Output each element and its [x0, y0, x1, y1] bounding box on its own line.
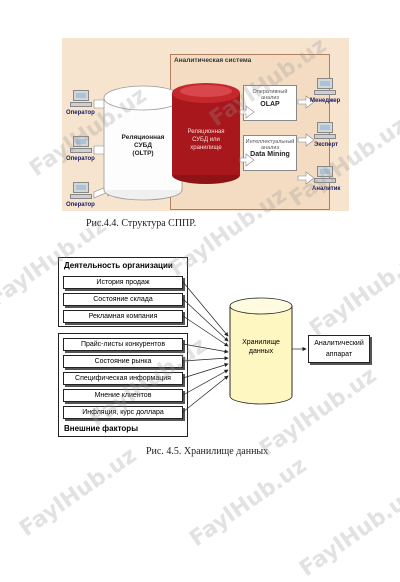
figure-4-4-caption: Рис.4.4. Структура СППР. [86, 218, 197, 229]
oltp-label-line-3: (OLTP) [132, 150, 154, 157]
arrow-org-2 [182, 298, 229, 342]
figure-4-4-graphics [93, 83, 315, 201]
org-activity-title: Деятельность организации [64, 261, 173, 270]
arrow-org-1 [182, 281, 229, 337]
ext-item-5: Инфляция, курс доллара [63, 406, 183, 419]
ext-item-2: Состояние рынка [63, 355, 183, 368]
arrow-to-olap [239, 105, 255, 119]
arrow-org-3 [182, 315, 229, 347]
dm-sub: Интеллектуальный анализ [245, 139, 295, 151]
oltp-cylinder [103, 85, 183, 201]
ext-item-1: Прайс-листы конкурентов [63, 338, 183, 351]
computer-icon [314, 122, 336, 140]
manager-label: Менеджер [310, 98, 341, 104]
warehouse-label-line-2: СУБД или [192, 137, 220, 143]
olap-box: Оперативный анализ OLAP [243, 85, 297, 121]
oltp-label-line-1: Реляционная [121, 134, 165, 141]
warehouse-label-line-1: Реляционная [187, 129, 225, 135]
data-mining-box: Интеллектуальный анализ Data Mining [243, 135, 297, 171]
data-warehouse-label-line-2: данных [248, 348, 274, 355]
data-warehouse-label-line-1: Хранилище [242, 339, 280, 346]
arrow-ext-5 [182, 375, 229, 413]
analytic-system-title: Аналитическая система [174, 57, 252, 64]
computer-icon [70, 136, 92, 154]
external-factors-panel: Прайс-листы конкурентов Состояние рынка … [58, 333, 188, 437]
external-factors-title: Внешние факторы [64, 424, 139, 433]
olap-main: OLAP [260, 101, 280, 108]
computer-icon [70, 182, 92, 200]
ext-item-3: Специфическая информация [63, 372, 183, 385]
ext-item-4: Мнение клиентов [63, 389, 183, 402]
arrow-ext-2 [182, 356, 229, 362]
arrow-to-manager [297, 95, 315, 109]
arrow-to-analyst [297, 171, 315, 185]
arrow-ext-3 [182, 363, 229, 379]
arrow-to-expert [297, 133, 315, 147]
operator-label-3: Оператор [66, 202, 95, 208]
data-warehouse-label: Хранилище данных [232, 338, 290, 356]
arrow-ext-1 [182, 343, 229, 354]
expert-label: Эксперт [314, 142, 339, 148]
computer-icon [314, 78, 336, 96]
org-item-3: Рекламная компания [63, 310, 183, 323]
analytic-label-line-1: Аналитический [314, 340, 364, 347]
figure-4-5-caption: Рис. 4.5. Хранилище данных [146, 446, 269, 457]
dm-main: Data Mining [250, 151, 290, 158]
computer-icon [314, 166, 336, 184]
org-item-1: История продаж [63, 276, 183, 289]
org-item-2: Состояние склада [63, 293, 183, 306]
operator-label-1: Оператор [66, 110, 95, 116]
analytic-label-line-2: аппарат [325, 351, 353, 358]
oltp-label: Реляционная СУБД (OLTP) [110, 134, 176, 158]
analyst-label: Аналитик [312, 186, 341, 192]
arrow-ext-4 [182, 369, 229, 396]
operator-label-2: Оператор [66, 156, 95, 162]
warehouse-label-line-3: хранилище [190, 145, 222, 151]
warehouse-label: Реляционная СУБД или хранилище [176, 128, 236, 152]
computer-icon [70, 90, 92, 108]
data-warehouse-cylinder [229, 297, 293, 405]
figure-4-4: Оператор Оператор Оператор Аналитическая… [62, 38, 349, 211]
arrow-to-dm [239, 153, 255, 167]
org-activity-panel: Деятельность организации История продаж … [58, 257, 188, 327]
olap-sub: Оперативный анализ [252, 89, 288, 101]
figure-4-5-graphics [182, 281, 307, 413]
warehouse-cylinder [172, 83, 240, 184]
analytic-apparatus-box: Аналитический аппарат [308, 335, 370, 363]
oltp-label-line-2: СУБД [134, 142, 152, 149]
